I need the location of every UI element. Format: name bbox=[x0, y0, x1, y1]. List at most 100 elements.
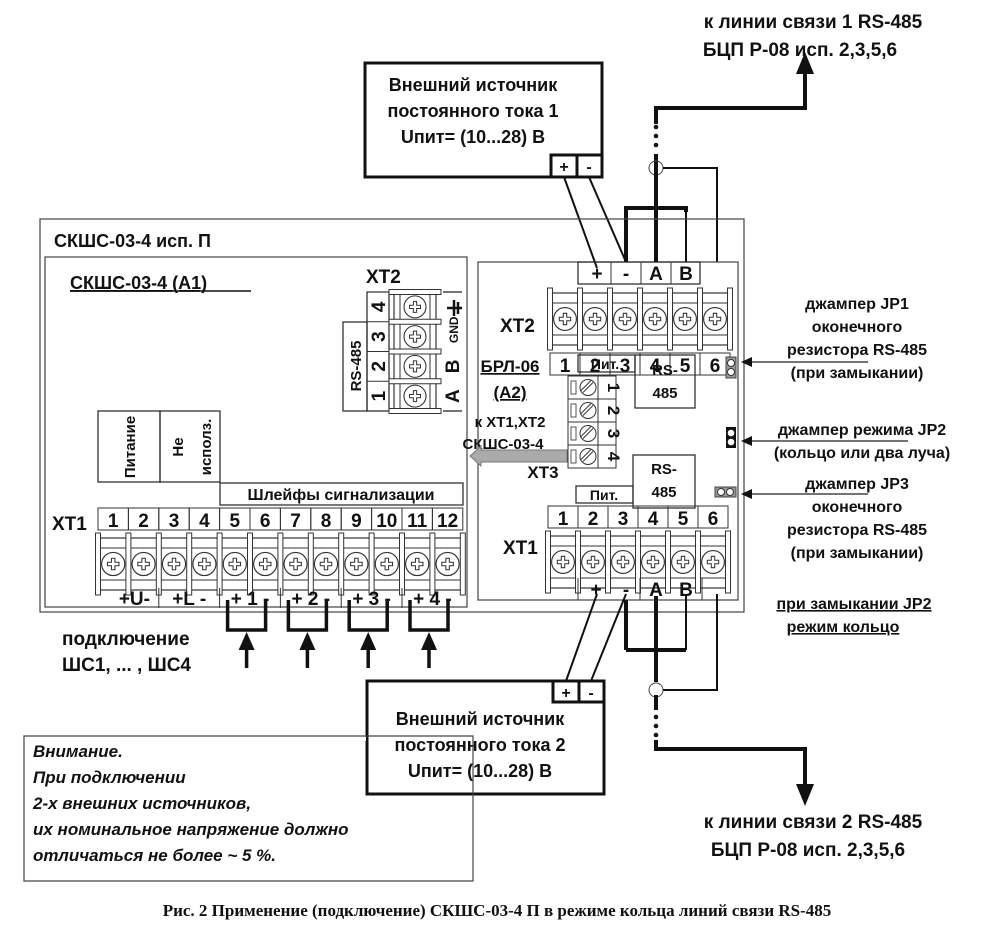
svg-text:Uпит= (10...28) В: Uпит= (10...28) В bbox=[408, 761, 552, 781]
jumper-jp3[interactable] bbox=[714, 486, 737, 498]
a1-xt2-signal-GND: GND bbox=[447, 316, 461, 343]
screw-icon[interactable] bbox=[403, 295, 427, 319]
screw-icon[interactable] bbox=[131, 551, 156, 577]
arrow-up-icon bbox=[796, 52, 814, 74]
a1-xt1-terminal-number: 3 bbox=[169, 511, 180, 532]
arrow-up-icon bbox=[421, 632, 437, 650]
a2-xt1-terminal-number: 2 bbox=[588, 509, 599, 530]
jumper-callouts: джампер JP1 оконечного резистора RS-485 … bbox=[741, 296, 950, 636]
screw-icon[interactable] bbox=[703, 307, 727, 331]
screw-icon[interactable] bbox=[611, 550, 635, 574]
arrow-up-icon bbox=[299, 632, 316, 650]
screw-slot-icon[interactable] bbox=[579, 402, 597, 419]
screw-icon[interactable] bbox=[222, 551, 247, 577]
xt3-terminal-number: 3 bbox=[604, 429, 623, 438]
a1-xt1-polarity-label: + 2 - bbox=[292, 589, 331, 610]
screw-icon[interactable] bbox=[253, 551, 278, 577]
screw-icon[interactable] bbox=[283, 551, 308, 577]
line1-subtitle: БЦП Р-08 исп. 2,3,5,6 bbox=[703, 40, 897, 61]
svg-text:485: 485 bbox=[652, 385, 677, 402]
jumper-jp2[interactable] bbox=[726, 427, 736, 448]
screw-icon[interactable] bbox=[192, 551, 217, 577]
figure-caption: Рис. 2 Применение (подключение) СКШС-03-… bbox=[163, 901, 832, 920]
svg-text:резистора RS-485: резистора RS-485 bbox=[787, 342, 927, 359]
a1-xt2-terminal-number: 3 bbox=[369, 331, 390, 342]
a2-xt2-terminal-number: 3 bbox=[620, 356, 631, 377]
screw-icon[interactable] bbox=[641, 550, 665, 574]
jp2-line1: джампер режима JP2 bbox=[778, 422, 946, 439]
a1-xt1-terminal-number: 4 bbox=[199, 511, 210, 532]
svg-text:их номинальное напряжение долж: их номинальное напряжение должно bbox=[33, 820, 349, 839]
a2-xt1-signal-label: - bbox=[623, 580, 629, 601]
screw-icon[interactable] bbox=[403, 325, 427, 349]
screw-icon[interactable] bbox=[313, 551, 339, 577]
screw-icon[interactable] bbox=[101, 551, 126, 577]
a2-xt2-signal-label: + bbox=[591, 264, 602, 285]
screw-icon[interactable] bbox=[403, 384, 427, 408]
screw-icon[interactable] bbox=[403, 354, 427, 378]
a1-xt1-terminal-number: 7 bbox=[290, 511, 301, 532]
a2-xt1-terminal-number: 1 bbox=[558, 509, 569, 530]
arrow-up-icon bbox=[238, 632, 255, 650]
a1-xt1-terminal-number: 8 bbox=[321, 511, 332, 532]
a2-xt1-pit: Пит. bbox=[590, 487, 618, 503]
screw-icon[interactable] bbox=[551, 550, 575, 574]
a2-xt2-signal-label: A bbox=[649, 264, 663, 285]
a1-xt1-polarity-label: + 3 - bbox=[352, 589, 391, 610]
xt1-group-loops: Шлейфы сигнализации bbox=[248, 487, 435, 504]
jp3-line1: джампер JP3 bbox=[805, 476, 909, 493]
arrow-down-icon bbox=[796, 784, 814, 806]
a1-xt1-polarity-label: +U- bbox=[119, 589, 150, 610]
a2-xt1-signal-label: + bbox=[590, 580, 601, 601]
device-title: СКШС-03-4 исп. П bbox=[54, 231, 211, 251]
a2-xt2-terminal-number: 6 bbox=[710, 356, 721, 377]
screw-icon[interactable] bbox=[374, 551, 399, 577]
a2-xt1-label: XT1 bbox=[503, 538, 538, 559]
svg-text:резистора RS-485: резистора RS-485 bbox=[787, 522, 927, 539]
a2-title: БРЛ-06 bbox=[481, 357, 540, 376]
screw-icon[interactable] bbox=[673, 307, 697, 331]
screw-icon[interactable] bbox=[553, 307, 577, 331]
screw-icon[interactable] bbox=[671, 550, 695, 574]
a2-xt2-terminal-number: 2 bbox=[590, 356, 601, 377]
screw-icon[interactable] bbox=[643, 307, 667, 331]
ground-icon bbox=[447, 300, 462, 316]
svg-text:оконечного: оконечного bbox=[812, 499, 903, 516]
screw-slot-icon[interactable] bbox=[579, 379, 597, 396]
loops-label-line2: ШС1, ... , ШС4 bbox=[62, 655, 191, 676]
screw-icon[interactable] bbox=[405, 551, 430, 577]
svg-text:Внешний источник: Внешний источник bbox=[396, 709, 565, 729]
a1-xt1: Питание Не исполз. Шлейфы сигнализации X… bbox=[52, 410, 466, 610]
xt3-label: XT3 bbox=[527, 463, 558, 482]
source2-minus-terminal: - bbox=[588, 685, 593, 702]
screw-icon[interactable] bbox=[583, 307, 607, 331]
device-frame: СКШС-03-4 исп. П bbox=[39, 218, 745, 613]
a1-xt2-terminal-number: 2 bbox=[369, 361, 390, 372]
svg-text:(кольцо или два луча): (кольцо или два луча) bbox=[774, 445, 950, 462]
screw-icon[interactable] bbox=[435, 551, 460, 577]
screw-icon[interactable] bbox=[581, 550, 605, 574]
xt1-group-power: Питание bbox=[122, 416, 139, 478]
a2-xt2-terminal-number: 1 bbox=[560, 356, 571, 377]
line2-title: к линии связи 2 RS-485 bbox=[704, 812, 923, 833]
a2-xt2-label: XT2 bbox=[500, 316, 535, 337]
xt1-group-unused-1: Не bbox=[170, 437, 187, 456]
screw-icon[interactable] bbox=[701, 550, 725, 574]
screw-icon[interactable] bbox=[344, 551, 369, 577]
svg-text:2-х внешних источников,: 2-х внешних источников, bbox=[32, 794, 251, 813]
a2-xt1-signal-label: A bbox=[649, 580, 663, 601]
screw-slot-icon[interactable] bbox=[579, 425, 597, 442]
screw-icon[interactable] bbox=[161, 551, 187, 577]
screw-slot-icon[interactable] bbox=[579, 448, 597, 465]
svg-text:RS-: RS- bbox=[651, 461, 677, 478]
bus-line-2 bbox=[624, 594, 814, 806]
jumper-jp1[interactable] bbox=[725, 356, 737, 379]
screw-icon[interactable] bbox=[613, 307, 637, 331]
line2-subtitle: БЦП Р-08 исп. 2,3,5,6 bbox=[711, 840, 905, 861]
svg-text:Uпит= (10...28) В: Uпит= (10...28) В bbox=[401, 127, 545, 147]
